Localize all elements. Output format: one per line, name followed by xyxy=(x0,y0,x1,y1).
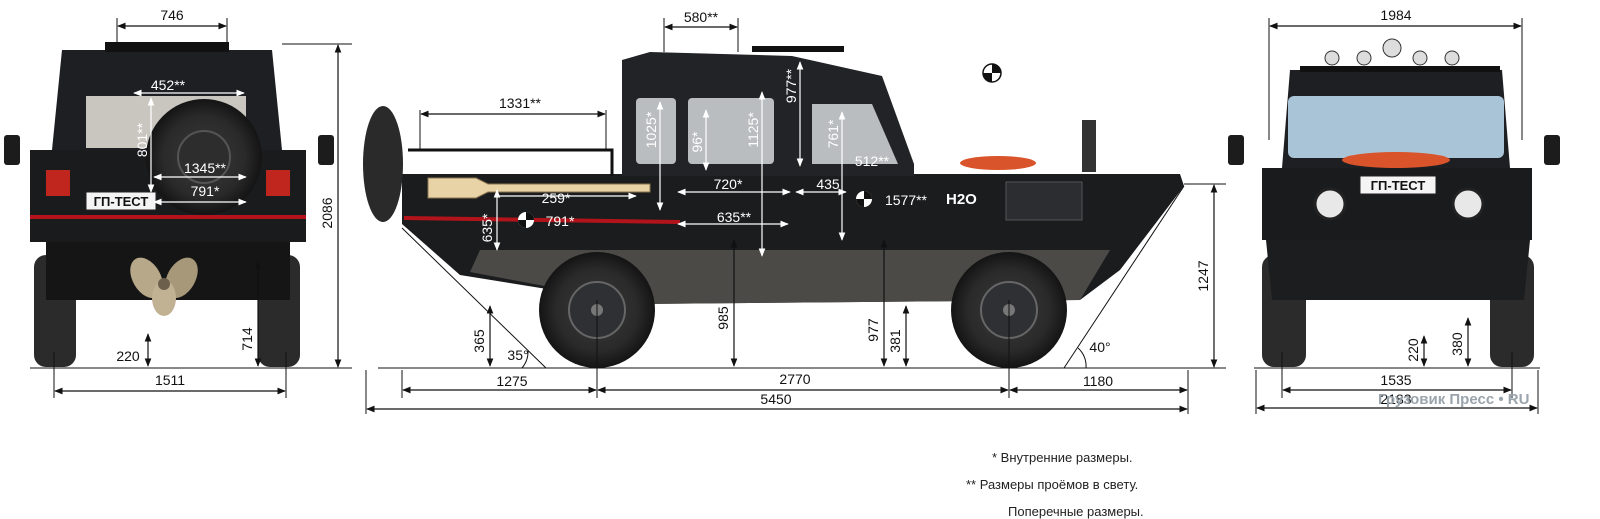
dim-rear-top-width-label: 746 xyxy=(160,7,184,23)
front-light-bar xyxy=(1300,66,1500,72)
dim-front-overall-width-label: 1984 xyxy=(1380,7,1411,23)
rear-left-mirror xyxy=(4,135,20,165)
drawing-canvas: ГП-ТЕСТ 746 452** 801** 1345** 791* 2086 xyxy=(4,7,1560,414)
front-right-headlight xyxy=(1451,187,1485,221)
dim-cab-length-2-label: 435 xyxy=(816,176,840,192)
dim-rear-door-height-label: 801** xyxy=(134,122,150,157)
propeller-icon xyxy=(130,257,198,316)
legend-inner: * Внутренние размеры. xyxy=(992,450,1133,465)
front-plate-text: ГП-ТЕСТ xyxy=(1371,178,1426,193)
dim-cab-inner-width-label: 1577** xyxy=(885,192,928,208)
watermark: Грузовик Пресс • RU xyxy=(1378,391,1530,408)
rear-right-light xyxy=(266,170,290,196)
side-badge: H2O xyxy=(946,191,977,208)
side-window-middle xyxy=(688,98,774,164)
dim-side-overall-height-label: 1247 xyxy=(1195,260,1211,291)
rear-spare-rim xyxy=(177,130,231,184)
side-roof-rack xyxy=(752,46,844,52)
front-left-mirror xyxy=(1228,135,1244,165)
dim-window-2-label: 96* xyxy=(689,131,705,153)
dim-roof-inner-height-label: 977** xyxy=(783,68,799,103)
front-view: ГП-ТЕСТ 1984 220 380 1535 2183 xyxy=(1228,7,1560,414)
dim-door-opening-label: 635** xyxy=(717,209,752,225)
dim-rear-axle-height-label: 365 xyxy=(471,329,487,353)
rear-roof-rack xyxy=(105,42,229,52)
dim-rear-inner-width-low-label: 791* xyxy=(191,183,220,199)
dim-rear-track-label: 1511 xyxy=(155,372,185,388)
rear-right-mirror xyxy=(318,135,334,165)
front-bumper xyxy=(1266,240,1530,300)
dim-bed-length-label: 1331** xyxy=(499,95,542,111)
dim-cab-length-label: 720* xyxy=(714,176,743,192)
front-light-2 xyxy=(1356,50,1372,66)
dim-rear-step-height-label: 714 xyxy=(239,327,255,351)
front-light-5 xyxy=(1444,50,1460,66)
side-spare-tire xyxy=(363,106,403,222)
dim-rear-clearance-label: 220 xyxy=(116,348,140,364)
legend-openings: ** Размеры проёмов в свету. xyxy=(966,477,1139,492)
front-life-ring xyxy=(1342,152,1450,168)
front-light-1 xyxy=(1324,50,1340,66)
side-exhaust xyxy=(1082,120,1096,172)
dim-bed-width-label: 259* xyxy=(542,190,571,206)
legend-transverse: Поперечные размеры. xyxy=(1008,504,1144,519)
side-engine-grille xyxy=(1005,181,1083,221)
departure-angle-line xyxy=(401,227,547,369)
dim-bed-inner-width-label: 791* xyxy=(546,213,575,229)
approach-angle-label: 40° xyxy=(1089,339,1110,355)
dim-rear-door-width-label: 452** xyxy=(151,77,186,93)
side-window-front xyxy=(812,104,898,164)
dim-rear-inner-width-label: 1345** xyxy=(184,160,227,176)
dim-rear-overall-height-label: 2086 xyxy=(319,197,335,228)
dim-front-hull-height-label: 977 xyxy=(865,318,881,342)
dim-rear-overhang-label: 1275 xyxy=(496,373,527,389)
rear-left-light xyxy=(46,170,70,196)
dim-front-max-width-label: 2183 xyxy=(1380,391,1411,407)
approach-angle-line xyxy=(1063,185,1185,369)
dim-front-axle-height-label: 381 xyxy=(887,329,903,353)
dim-window-4-label: 761* xyxy=(825,119,841,148)
legend-transverse-icon xyxy=(982,63,1002,83)
side-bed-rail xyxy=(408,148,614,176)
side-view: H2O 35° 40° 580** 1331** 977** xyxy=(363,9,1226,414)
rear-view: ГП-ТЕСТ 746 452** 801** 1345** 791* 2086 xyxy=(4,7,352,398)
front-plate xyxy=(1359,175,1437,195)
dim-front-track-label: 1535 xyxy=(1380,372,1411,388)
side-life-ring xyxy=(960,156,1036,170)
dim-roof-opening-label: 580** xyxy=(684,9,719,25)
dim-overall-length-label: 5450 xyxy=(760,391,791,407)
side-oar xyxy=(427,177,651,199)
dim-bed-height-label: 635* xyxy=(479,213,495,242)
front-windshield xyxy=(1288,96,1504,158)
front-right-mirror xyxy=(1544,135,1560,165)
dim-hull-height-label: 985 xyxy=(715,306,731,330)
front-left-headlight xyxy=(1313,187,1347,221)
side-window-rear xyxy=(636,98,676,164)
side-red-stripe xyxy=(403,216,681,224)
front-light-4 xyxy=(1412,50,1428,66)
dim-front-clearance-label: 220 xyxy=(1405,338,1421,362)
dim-window-1-label: 1025* xyxy=(643,111,659,148)
dim-wheelbase-label: 2770 xyxy=(779,371,810,387)
rear-red-stripe xyxy=(30,215,306,219)
dim-window-3-label: 1125* xyxy=(745,112,761,148)
rear-plate-text: ГП-ТЕСТ xyxy=(94,194,149,209)
dim-front-bumper-height-label: 380 xyxy=(1449,332,1465,356)
departure-angle-label: 35° xyxy=(507,347,528,363)
front-light-3 xyxy=(1382,38,1402,58)
dim-front-overhang-label: 1180 xyxy=(1083,373,1113,389)
technical-drawing: ГП-ТЕСТ 746 452** 801** 1345** 791* 2086 xyxy=(4,7,1560,519)
dim-cab-width-label: 512** xyxy=(855,153,890,169)
